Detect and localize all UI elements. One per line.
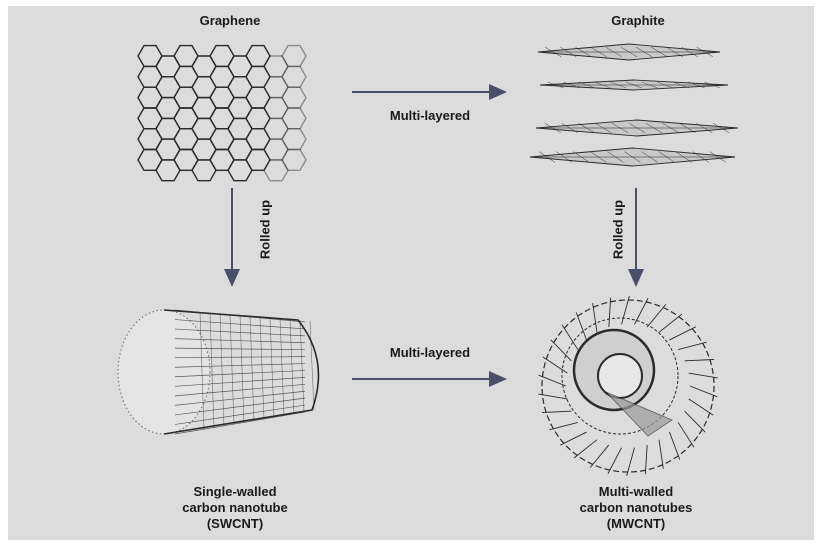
rolled-up-right-label: Rolled up — [611, 190, 626, 270]
rolled-up-left-label: Rolled up — [258, 190, 273, 270]
graphene-title: Graphene — [170, 13, 290, 29]
swcnt-tube — [118, 310, 318, 434]
hexagon-cell — [282, 87, 306, 108]
graphite-sheet — [530, 148, 735, 166]
arrow-top-label: Multi-layered — [360, 108, 500, 124]
hexagon-cell — [282, 129, 306, 150]
hexagon-cell — [282, 108, 306, 129]
graphite-sheet — [538, 44, 720, 60]
graphite-title: Graphite — [578, 13, 698, 29]
tube-open-end — [118, 310, 210, 434]
hexagon-cell — [282, 66, 306, 87]
graphite-sheet — [540, 80, 728, 90]
inner-core — [598, 354, 642, 398]
mwcnt-caption: Multi-walled carbon nanotubes (MWCNT) — [546, 484, 726, 532]
hexagon-cell — [282, 46, 306, 67]
swcnt-caption: Single-walled carbon nanotube (SWCNT) — [145, 484, 325, 532]
graphene-lattice — [138, 46, 306, 181]
graphite-layers — [530, 44, 738, 166]
hexagon-cell — [282, 150, 306, 171]
mwcnt-tube — [538, 296, 717, 476]
graphite-sheet — [536, 120, 738, 136]
arrow-bottom-label: Multi-layered — [360, 345, 500, 361]
